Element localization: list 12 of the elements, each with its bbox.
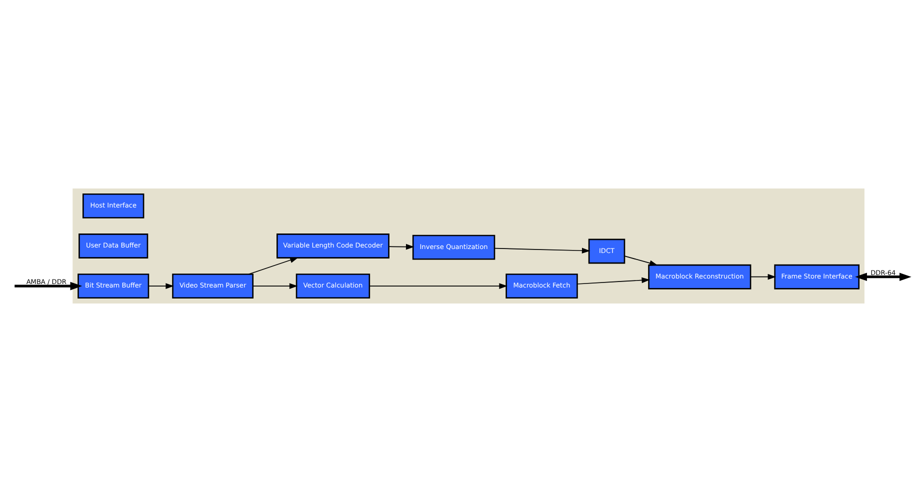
arrow (494, 247, 590, 254)
arrow (248, 256, 298, 274)
arrow (624, 255, 658, 266)
cluster (72, 188, 864, 303)
arrow (369, 282, 508, 288)
arrow (252, 282, 298, 288)
arrow (148, 282, 174, 288)
arrow (576, 276, 650, 284)
arrow (750, 273, 776, 280)
arrow (388, 243, 414, 250)
arrow (855, 272, 912, 280)
arrow (14, 281, 82, 290)
